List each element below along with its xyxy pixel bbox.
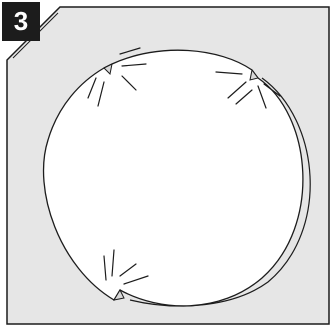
step-number-label: 3	[14, 6, 28, 36]
disc	[44, 50, 303, 306]
step-number-badge: 3	[2, 2, 40, 41]
